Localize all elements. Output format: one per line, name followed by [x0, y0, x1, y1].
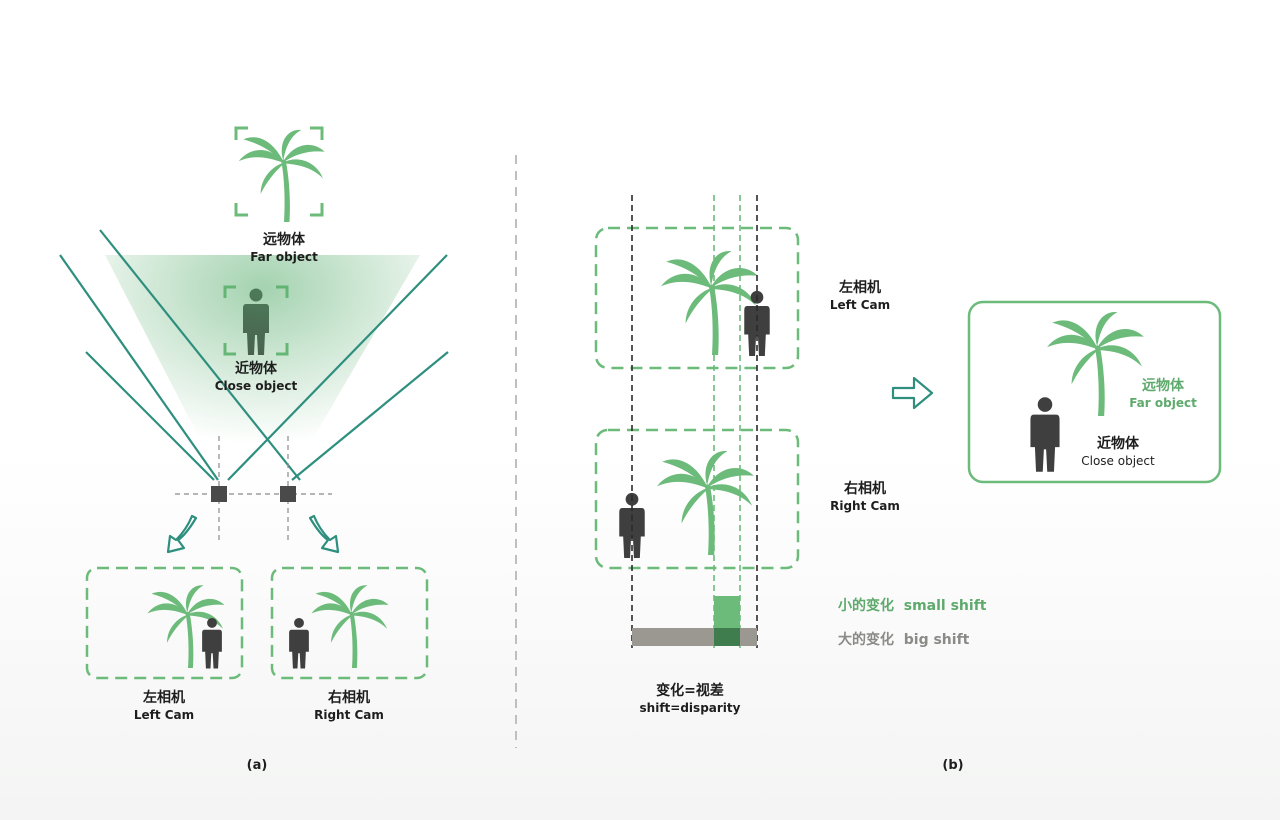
b-right-cam-label: 右相机 Right Cam: [820, 481, 910, 514]
right-cam-en: Right Cam: [314, 707, 384, 722]
disparity-zh: 变化=视差: [656, 683, 724, 699]
right-arrow-icon: [891, 376, 934, 410]
close-object-zh: 近物体: [235, 361, 277, 377]
close-object-en: Close object: [214, 378, 298, 393]
small-shift-legend: 小的变化 small shift: [838, 598, 986, 616]
big-shift-zh: 大的变化: [838, 632, 894, 648]
curved-arrow-icon: [166, 514, 198, 554]
result-far-object-label: 远物体 Far object: [1118, 378, 1208, 411]
b-left-cam-en: Left Cam: [829, 297, 891, 312]
far-object-zh: 远物体: [263, 232, 305, 248]
shift-overlap-bar: [714, 628, 740, 646]
result-far-zh: 远物体: [1142, 378, 1184, 394]
small-shift-en: small shift: [903, 598, 987, 614]
left-cam-en: Left Cam: [133, 707, 195, 722]
disparity-guide-lines: [631, 195, 758, 648]
result-close-object-label: 近物体 Close object: [1068, 436, 1168, 469]
overlap-glow: [105, 255, 420, 478]
palm-tree-icon: [311, 585, 389, 668]
b-left-cam-zh: 左相机: [839, 280, 881, 296]
disparity-en: shift=disparity: [639, 700, 741, 715]
left-cam-frame: [85, 566, 244, 680]
panel-a: [59, 126, 449, 680]
right-cam-view-frame: [594, 428, 800, 570]
camera-icon: [211, 486, 227, 502]
far-object-en: Far object: [250, 249, 318, 264]
curved-arrow-icon: [308, 514, 340, 554]
caption-b: (b): [942, 758, 964, 773]
palm-tree-icon: [660, 251, 758, 355]
right-cam-label: 右相机 Right Cam: [299, 690, 399, 723]
left-cam-zh: 左相机: [143, 690, 185, 706]
caption-a: (a): [246, 758, 268, 773]
close-object-label: 近物体 Close object: [196, 361, 316, 394]
big-shift-legend: 大的变化 big shift: [838, 632, 969, 650]
left-cam-view-frame: [594, 226, 800, 370]
camera-icon: [280, 486, 296, 502]
b-right-cam-en: Right Cam: [830, 498, 900, 513]
left-cam-label: 左相机 Left Cam: [114, 690, 214, 723]
b-right-cam-zh: 右相机: [844, 481, 886, 497]
right-cam-frame: [270, 566, 429, 680]
panel-b: [594, 195, 1222, 648]
small-shift-zh: 小的变化: [838, 598, 894, 614]
result-far-en: Far object: [1129, 395, 1197, 410]
palm-tree-icon: [238, 129, 325, 222]
right-cam-zh: 右相机: [328, 690, 370, 706]
result-close-en: Close object: [1081, 453, 1155, 468]
camera-axes: [175, 436, 332, 540]
result-close-zh: 近物体: [1097, 436, 1139, 452]
b-left-cam-label: 左相机 Left Cam: [820, 280, 900, 313]
far-object-frame: [234, 126, 324, 217]
far-object-label: 远物体 Far object: [234, 232, 334, 265]
small-shift-bar: [714, 596, 740, 628]
big-shift-en: big shift: [903, 632, 970, 648]
person-icon: [289, 617, 309, 669]
view-cones: [59, 229, 449, 481]
person-icon: [202, 617, 222, 669]
disparity-label: 变化=视差 shift=disparity: [630, 683, 750, 716]
